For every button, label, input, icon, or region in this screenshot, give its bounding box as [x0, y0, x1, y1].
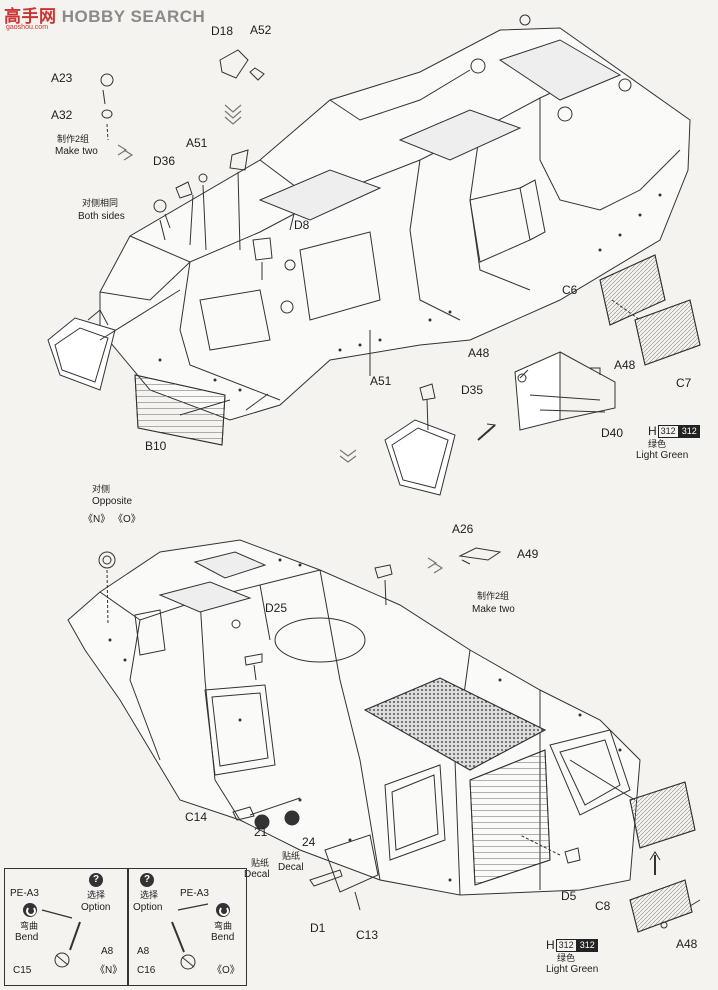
make-two-note: Make two: [55, 146, 98, 157]
part-D8: D8: [294, 218, 310, 232]
decal-24: 24: [302, 835, 316, 849]
part-A52: A52: [250, 23, 272, 37]
question-icon: ?: [140, 873, 154, 887]
make-two-zh: 制作2组: [57, 134, 90, 144]
watermark-cn: 高手网: [4, 7, 57, 26]
paint-zh-top: 绿色: [648, 439, 667, 449]
part-D36: D36: [153, 154, 176, 168]
bend-icon: [216, 903, 230, 917]
part-A48-bottom: A48: [676, 937, 698, 951]
bend-icon: [23, 903, 37, 917]
inset-tag-N: 《N》: [95, 965, 123, 976]
inset-bend-note: Bend: [211, 932, 235, 943]
opposite-zh: 对侧: [92, 484, 111, 494]
lower-hull-drawing: [67, 539, 701, 933]
part-A26: A26: [452, 522, 474, 536]
part-A23: A23: [51, 71, 73, 85]
decal-zh-1: 贴纸: [251, 858, 270, 868]
paint-code-bottom: H 312 312: [546, 938, 598, 952]
decal-zh-2: 贴纸: [282, 851, 301, 861]
question-icon: ?: [89, 873, 103, 887]
inset-pe-label: PE-A3: [10, 888, 39, 899]
inset-bend-note: Bend: [15, 932, 39, 943]
opposite-note: Opposite: [92, 496, 133, 507]
decal-note-1: Decal: [244, 869, 270, 880]
inset-part-A8: A8: [101, 946, 114, 957]
inset-option-zh: 选择: [140, 890, 159, 900]
paint-name-bottom: Light Green: [546, 964, 599, 975]
option-inset-N: PE-A3 ? 选择 Option 弯曲 Bend A8 C15 《N》: [4, 868, 129, 986]
part-D18: D18: [211, 24, 234, 38]
part-D40: D40: [601, 426, 624, 440]
option-O-tag: 《O》: [113, 514, 141, 525]
inset-option-note: Option: [81, 902, 111, 913]
option-inset-O: ? 选择 Option PE-A3 弯曲 Bend A8 C16 《O》: [127, 868, 247, 986]
site-watermark: 高手网 HOBBY SEARCH: [4, 2, 205, 27]
upper-hull-drawing: [47, 14, 701, 496]
part-D1: D1: [310, 921, 326, 935]
part-D25: D25: [265, 601, 288, 615]
part-A49: A49: [517, 547, 539, 561]
inset-option-note: Option: [133, 902, 163, 913]
part-C6: C6: [562, 283, 578, 297]
option-N-tag: 《N》: [83, 514, 111, 525]
inset-bend-zh: 弯曲: [20, 921, 39, 931]
both-sides-note: Both sides: [78, 211, 125, 222]
part-D35: D35: [461, 383, 484, 397]
part-D5: D5: [561, 889, 577, 903]
both-sides-zh: 对侧相同: [82, 198, 119, 208]
inset-pe-label: PE-A3: [180, 888, 209, 899]
inset-option-zh: 选择: [87, 890, 106, 900]
make-two-zh-bottom: 制作2组: [477, 591, 510, 601]
part-A48-right: A48: [614, 358, 636, 372]
part-C13: C13: [356, 928, 379, 942]
paint-name-top: Light Green: [636, 450, 689, 461]
paint-zh-bottom: 绿色: [557, 953, 576, 963]
inset-part-A8: A8: [137, 946, 150, 957]
part-C8: C8: [595, 899, 611, 913]
inset-bend-zh: 弯曲: [214, 921, 233, 931]
watermark-url: gaoshou.com: [6, 24, 49, 31]
inset-part-C15: C15: [13, 965, 32, 976]
part-A32: A32: [51, 108, 73, 122]
option-inset-drawings: [41, 903, 209, 970]
inset-tag-O: 《O》: [212, 965, 240, 976]
part-C14: C14: [185, 810, 208, 824]
decal-note-2: Decal: [278, 862, 304, 873]
part-A51-top: A51: [186, 136, 208, 150]
part-A48-left: A48: [468, 346, 490, 360]
make-two-note-bottom: Make two: [472, 604, 515, 615]
part-B10: B10: [145, 439, 167, 453]
part-C7: C7: [676, 376, 692, 390]
inset-part-C16: C16: [137, 965, 156, 976]
paint-code-top: H 312 312: [648, 424, 700, 438]
part-A51-bottom: A51: [370, 374, 392, 388]
decal-21: 21: [254, 825, 268, 839]
watermark-en: HOBBY SEARCH: [61, 7, 206, 26]
